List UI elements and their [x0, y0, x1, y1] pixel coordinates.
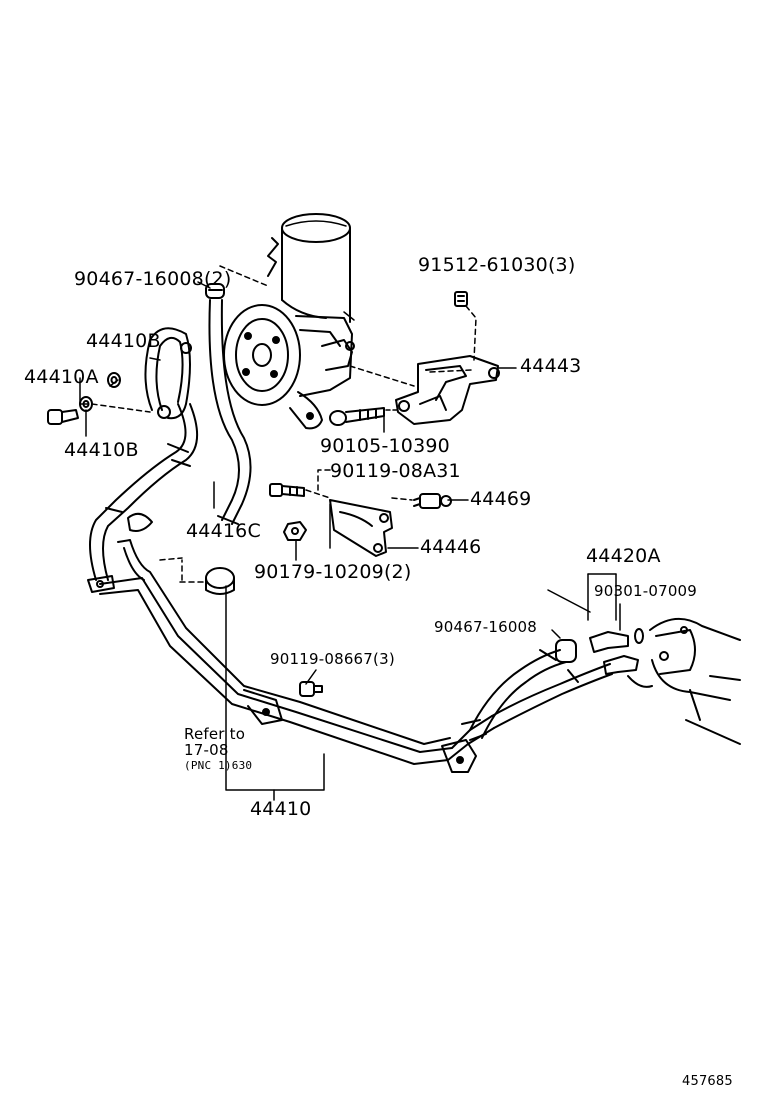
label-90119-08667: 90119-08667(3): [270, 650, 395, 668]
label-44410B-upper: 44410B: [86, 330, 161, 352]
bolt-90119-icon: [269, 483, 305, 497]
label-44410B-lower: 44410B: [64, 439, 139, 461]
figure-number: 457685: [682, 1074, 733, 1089]
label-90179-10209: 90179-10209(2): [254, 561, 412, 583]
bolt-90105-icon: [329, 407, 385, 426]
bracket-44446-icon: [329, 499, 393, 557]
cushion-clamp-icon: [205, 567, 235, 595]
label-44446: 44446: [420, 536, 482, 558]
steering-gear-icon: [627, 618, 741, 745]
refer-note-line-3: (PNC 1)630: [184, 759, 253, 772]
label-44469: 44469: [470, 488, 532, 510]
clamp-44469-icon: [413, 493, 452, 509]
hoses-to-gear-icon: [461, 628, 644, 741]
power-steering-pump-icon: [223, 213, 355, 430]
label-44410: 44410: [250, 798, 312, 820]
label-44443: 44443: [520, 355, 582, 377]
label-90105-10390: 90105-10390: [320, 435, 450, 457]
pressure-pipe-upper-icon: [144, 327, 192, 420]
pump-bracket-44443-icon: [395, 355, 500, 425]
label-90119-08A31: 90119-08A31: [330, 460, 461, 482]
label-90301-07009: 90301-07009: [594, 582, 698, 600]
nut-90179-icon: [283, 521, 307, 541]
union-bolt-44410A-icon: [47, 409, 79, 425]
pressure-hose-left-icon: [89, 403, 199, 581]
steel-lines-44410-icon: [87, 539, 495, 773]
return-hose-44416C-icon: [208, 299, 252, 525]
bolt-90119-08667-icon: [299, 681, 323, 697]
label-44416C: 44416C: [186, 520, 261, 542]
label-44410A: 44410A: [24, 366, 99, 388]
bolt-91512-icon: [454, 291, 468, 307]
hose-clamp-90467-top-icon: [205, 283, 225, 299]
refer-note-line-2: 17-08: [184, 741, 229, 759]
refer-note-line-1: Refer to: [184, 725, 246, 743]
label-91512-61030: 91512-61030(3): [418, 254, 576, 276]
label-90467-16008-bottom: 90467-16008: [434, 618, 538, 636]
label-44420A: 44420A: [586, 545, 661, 567]
leader-lines: [79, 265, 621, 801]
label-90467-16008-top: 90467-16008(2): [74, 268, 232, 290]
